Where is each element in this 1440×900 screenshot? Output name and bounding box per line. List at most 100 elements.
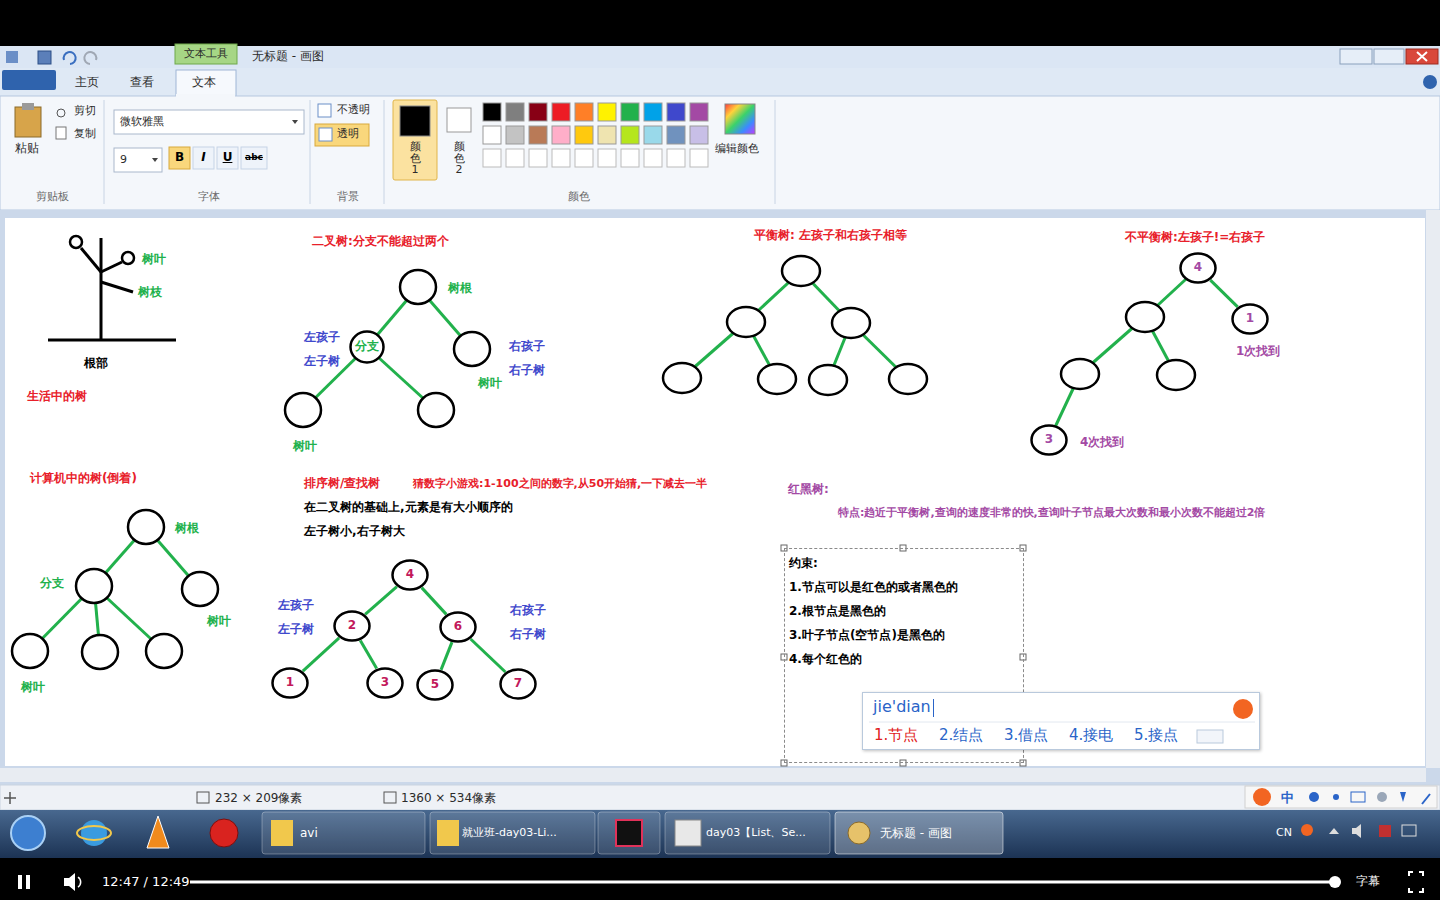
help-icon (1423, 75, 1437, 89)
heading-note: 红黑树: (788, 482, 829, 496)
cursor-pos-icon (4, 792, 16, 804)
tree-edge (1210, 280, 1237, 307)
ime-logo (1233, 699, 1253, 719)
group-separator (310, 100, 311, 204)
tree-edge (441, 642, 452, 670)
annotation: 左子树 (278, 622, 314, 636)
tab-join (176, 94, 235, 98)
text-cursor (933, 699, 934, 717)
volume-icon (64, 873, 75, 891)
annotation: 树根 (175, 521, 199, 535)
tree-circle (285, 393, 321, 427)
annotation: 根部 (84, 356, 108, 370)
tree-circle (1157, 360, 1195, 390)
tree-node: 1 (271, 667, 309, 699)
palette-swatch (552, 126, 570, 144)
palette-swatch (575, 103, 593, 121)
palette-swatch (529, 149, 547, 167)
tree-circle (889, 364, 927, 394)
node-text: 2 (348, 619, 356, 632)
heading-note: 排序树/查找树 (304, 476, 380, 490)
tree-edge (303, 638, 339, 671)
palette (483, 103, 708, 167)
button-label: 粘贴 (15, 141, 39, 155)
tree-circle (12, 634, 48, 668)
annotation: 右子树 (510, 627, 546, 641)
annotation: 右子树 (509, 363, 545, 377)
bold-button (169, 147, 190, 169)
annotation: 树叶 (142, 252, 166, 266)
transparent-button (315, 124, 369, 146)
tree-circle (1061, 359, 1099, 389)
cut-icon (57, 109, 65, 117)
heading-note: 平衡树: 左孩子和右孩子相等 (754, 228, 907, 242)
handle (1020, 760, 1026, 766)
ime-candidate: 1.节点 (874, 726, 918, 744)
ime-pager (1197, 730, 1223, 743)
tree-node: 4 (391, 559, 429, 591)
tree-node: 5 (416, 669, 454, 701)
task-button-label: 无标题 - 画图 (880, 826, 952, 840)
paint-icon (848, 822, 870, 844)
node-ellipse (501, 670, 536, 699)
format-button: U (217, 150, 238, 164)
video-top-bar (0, 0, 1440, 46)
tree-lines (30, 268, 1198, 652)
annotation: 树叶 (21, 680, 45, 694)
font-box (114, 110, 304, 134)
button-label: 剪切 (74, 104, 96, 117)
tree-circle (809, 365, 847, 395)
node-ellipse (1181, 254, 1216, 283)
palette-swatch (621, 103, 639, 121)
node-ellipse (441, 613, 476, 642)
ie-icon (81, 820, 107, 846)
window-title: 无标题 - 画图 (252, 49, 324, 63)
ground (48, 339, 176, 342)
vlc-icon (147, 816, 169, 848)
box-text: 1.节点可以是红色的或者黑色的 (789, 575, 1019, 599)
ime-toolbar (1245, 786, 1437, 808)
ime-candidate: 5.接点 (1134, 726, 1178, 744)
node-ellipse (351, 332, 384, 363)
pause-icon (26, 875, 30, 889)
tree-node: 7 (499, 668, 537, 700)
progress-knob (1329, 876, 1341, 888)
tree-circle (1126, 302, 1164, 332)
ime-icon (1309, 792, 1319, 802)
palette-swatch (552, 103, 570, 121)
tree-circle (782, 256, 820, 286)
ime-icon (1377, 792, 1387, 802)
task-button (430, 812, 595, 854)
ribbon-tab: 查看 (130, 75, 154, 89)
tree-node: 6 (439, 611, 477, 643)
palette-swatch (529, 126, 547, 144)
heading-note: 计算机中的树(倒着) (30, 471, 137, 485)
annotation: 分支 (40, 576, 64, 590)
branch (101, 262, 122, 272)
node-ellipse (393, 561, 428, 590)
heading-note: 不平衡树:左孩子!=右孩子 (1125, 230, 1265, 244)
task-button (598, 812, 660, 854)
palette-swatch (506, 103, 524, 121)
tool-tab-label: 文本工具 (184, 47, 228, 60)
annotation: 树叶 (293, 439, 317, 453)
palette-swatch (483, 103, 501, 121)
ribbon-tab: 文本 (192, 75, 216, 89)
tree-circle (76, 569, 112, 603)
palette-swatch (690, 149, 708, 167)
palette-swatch (667, 103, 685, 121)
ime-candidate: 4.接电 (1069, 726, 1113, 744)
group-label: 字体 (198, 190, 220, 203)
task-button (262, 812, 425, 854)
task-button-label: avi (300, 826, 318, 840)
annotation: 右孩子 (509, 339, 545, 353)
underline-button (217, 147, 238, 169)
size-box (114, 148, 162, 172)
group-separator (775, 100, 776, 204)
tree-node: 分支 (349, 330, 385, 364)
handle (900, 760, 906, 766)
node-ellipse (368, 669, 403, 698)
node-text: 3 (1045, 433, 1053, 446)
node-text: 4 (406, 568, 414, 581)
